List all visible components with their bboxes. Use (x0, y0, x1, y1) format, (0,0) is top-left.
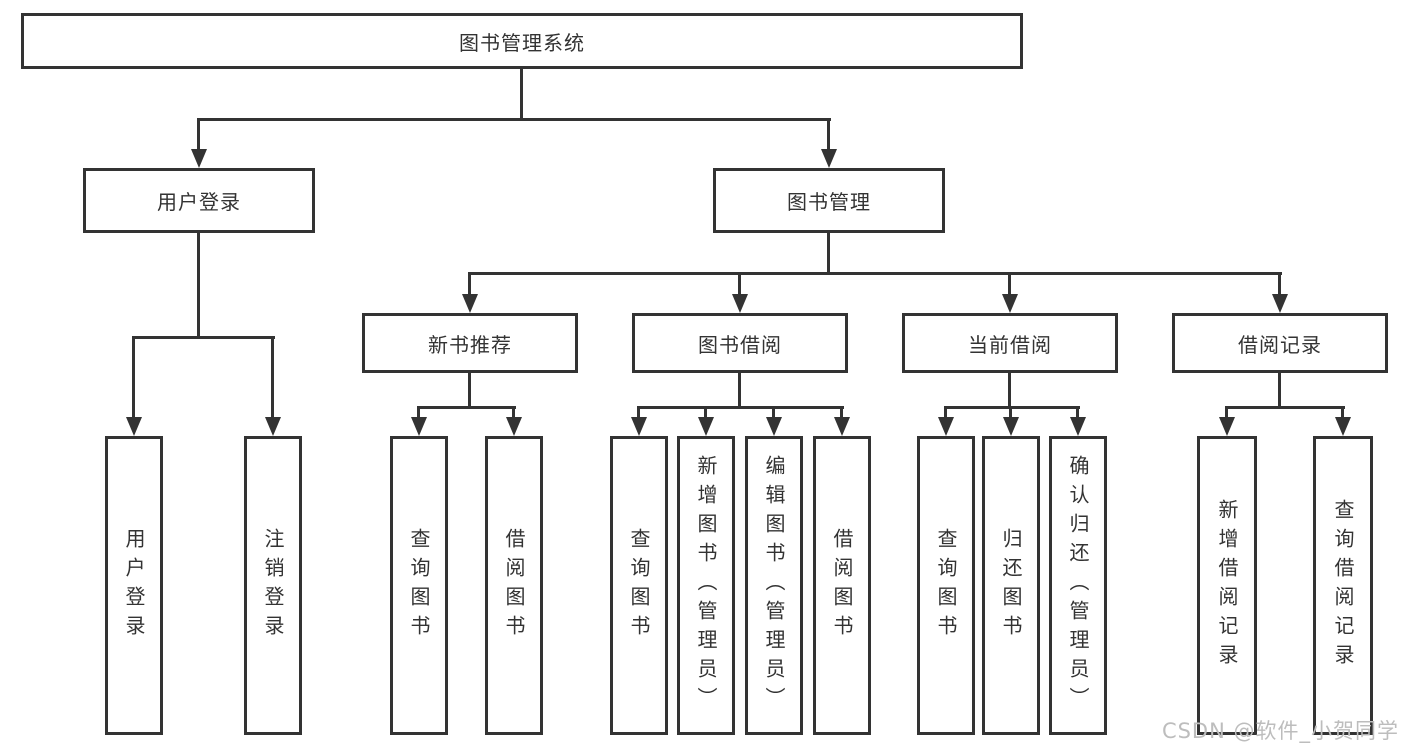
node-root-system: 图书管理系统 (21, 13, 1023, 69)
leaf-borrow-books-recommend: 借阅图书 (485, 436, 543, 735)
connector-line (738, 275, 741, 296)
leaf-logout: 注销登录 (244, 436, 302, 735)
leaf-borrow-books: 借阅图书 (813, 436, 871, 735)
connector-line (271, 339, 274, 419)
leaf-edit-book-admin: 编辑图书（管理员） (745, 436, 803, 735)
arrowhead-down-icon (834, 417, 850, 436)
connector-line (512, 409, 515, 419)
connector-line (1076, 409, 1079, 419)
leaf-user-login: 用户登录 (105, 436, 163, 735)
connector-line (417, 406, 516, 409)
connector-line (417, 409, 420, 419)
connector-line (1225, 409, 1228, 419)
connector-line (1009, 409, 1012, 419)
connector-line (772, 409, 775, 419)
arrowhead-down-icon (1003, 417, 1019, 436)
arrowhead-down-icon (191, 149, 207, 168)
arrowhead-down-icon (265, 417, 281, 436)
connector-line (637, 406, 844, 409)
connector-line (637, 409, 640, 419)
node-current-borrow: 当前借阅 (902, 313, 1118, 373)
connector-line (1341, 409, 1344, 419)
connector-line (1278, 275, 1281, 296)
arrowhead-down-icon (821, 149, 837, 168)
node-borrow-records: 借阅记录 (1172, 313, 1388, 373)
arrowhead-down-icon (411, 417, 427, 436)
watermark: CSDN @软件_小贺同学 (1161, 719, 1399, 743)
arrowhead-down-icon (1272, 294, 1288, 313)
arrowhead-down-icon (1219, 417, 1235, 436)
arrowhead-down-icon (462, 294, 478, 313)
leaf-return-book: 归还图书 (982, 436, 1040, 735)
connector-line (827, 121, 830, 149)
leaf-query-borrow-record: 查询借阅记录 (1313, 436, 1373, 735)
arrowhead-down-icon (631, 417, 647, 436)
arrowhead-down-icon (126, 417, 142, 436)
connector-line (944, 409, 947, 419)
connector-line (197, 121, 200, 149)
arrowhead-down-icon (1002, 294, 1018, 313)
leaf-query-books-current: 查询图书 (917, 436, 975, 735)
arrowhead-down-icon (1070, 417, 1086, 436)
node-user-login: 用户登录 (83, 168, 315, 233)
connector-line (132, 339, 135, 419)
node-book-borrow: 图书借阅 (632, 313, 848, 373)
leaf-confirm-return-admin: 确认归还（管理员） (1049, 436, 1107, 735)
connector-line (468, 272, 1282, 275)
arrowhead-down-icon (938, 417, 954, 436)
leaf-add-borrow-record: 新增借阅记录 (1197, 436, 1257, 735)
arrowhead-down-icon (698, 417, 714, 436)
node-book-management: 图书管理 (713, 168, 945, 233)
arrowhead-down-icon (732, 294, 748, 313)
connector-line (132, 336, 275, 339)
connector-line (468, 373, 471, 406)
connector-line (468, 275, 471, 296)
connector-line (1278, 373, 1281, 406)
connector-line (827, 233, 830, 272)
connector-line (197, 233, 200, 336)
arrowhead-down-icon (766, 417, 782, 436)
connector-line (944, 406, 1080, 409)
connector-line (840, 409, 843, 419)
node-new-book-recommend: 新书推荐 (362, 313, 578, 373)
connector-line (1008, 275, 1011, 296)
leaf-query-books-recommend: 查询图书 (390, 436, 448, 735)
connector-line (738, 373, 741, 406)
connector-line (520, 69, 523, 118)
arrowhead-down-icon (506, 417, 522, 436)
connector-line (1008, 373, 1011, 406)
arrowhead-down-icon (1335, 417, 1351, 436)
connector-line (1225, 406, 1345, 409)
leaf-query-books-borrow: 查询图书 (610, 436, 668, 735)
connector-line (197, 118, 831, 121)
leaf-add-book-admin: 新增图书（管理员） (677, 436, 735, 735)
connector-line (704, 409, 707, 419)
